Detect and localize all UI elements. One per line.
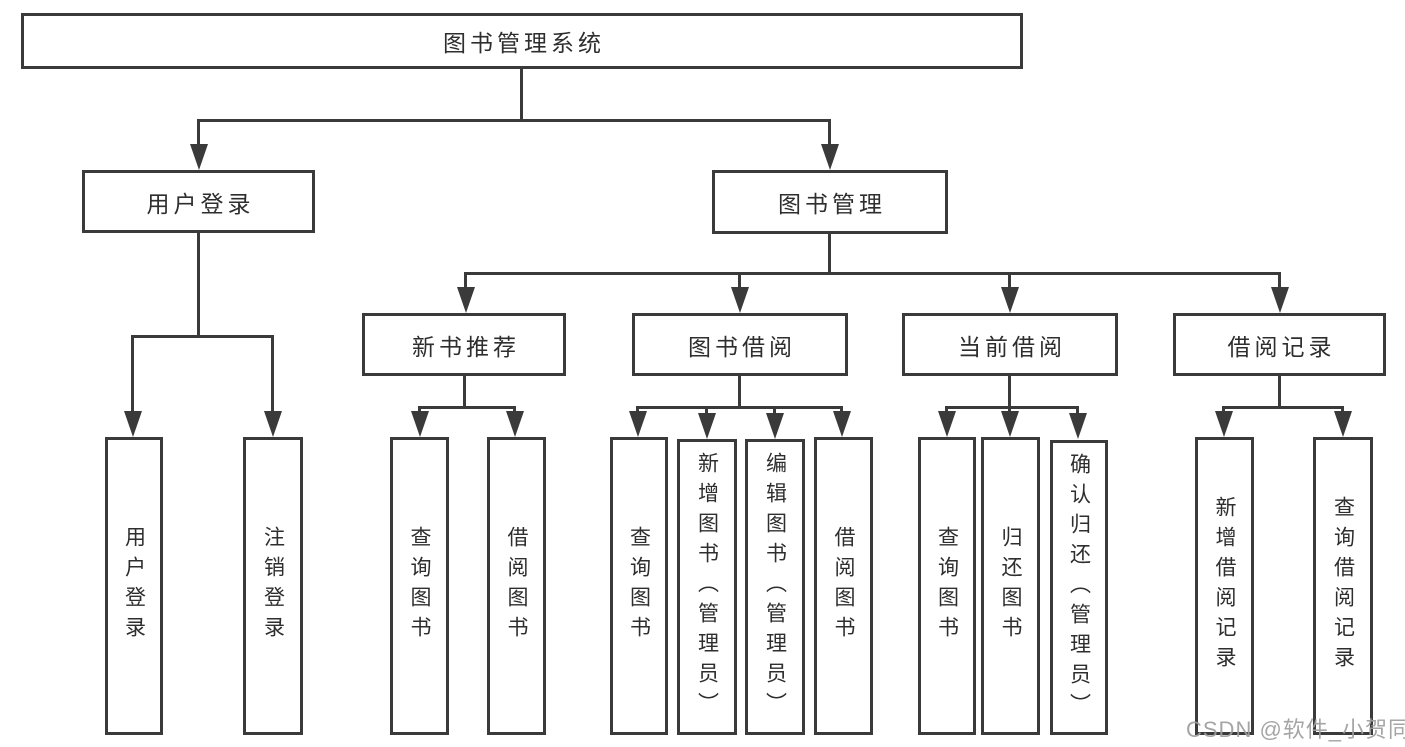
connector-drop [1278, 272, 1281, 291]
node-book-borrowing: 图书借阅 [632, 313, 848, 376]
node-user-login: 用户登录 [82, 170, 315, 233]
connector-drop [945, 406, 948, 415]
connector-mgmt-stem [828, 234, 831, 275]
connector-drop [1222, 406, 1225, 415]
connector-drop [840, 406, 843, 415]
leaf-logout: 注销登录 [243, 437, 303, 735]
connector-drop [1076, 406, 1079, 417]
node-label: 新增图书（管理员） [695, 452, 719, 722]
arrowhead-down-icon [457, 287, 475, 313]
connector-borrow-hline [636, 406, 843, 409]
node-label: 借阅记录 [1227, 333, 1336, 360]
connector-records-stem [1278, 376, 1281, 409]
connector-mgmt-hline [465, 272, 1281, 275]
connector-borrow-stem [738, 376, 741, 409]
connector-drop [418, 406, 421, 415]
arrowhead-down-icon [821, 144, 839, 170]
node-label: 用户登录 [122, 526, 146, 646]
arrowhead-down-icon [124, 411, 142, 437]
connector-drop [773, 406, 776, 417]
leaf-query-books-current: 查询图书 [918, 437, 976, 735]
arrowhead-down-icon [731, 287, 749, 313]
connector-drop [464, 272, 467, 291]
connector-root-stem [520, 68, 523, 122]
connector-login-stem [197, 233, 200, 338]
leaf-edit-books-admin: 编辑图书（管理员） [745, 439, 805, 735]
node-label: 查询图书 [627, 526, 651, 646]
arrowhead-down-icon [264, 411, 282, 437]
arrowhead-down-icon [1001, 287, 1019, 313]
leaf-confirm-return-admin: 确认归还（管理员） [1050, 440, 1108, 735]
connector-drop [828, 119, 831, 147]
node-label: 图书借阅 [688, 333, 796, 360]
node-label: 新增借阅记录 [1213, 496, 1236, 676]
connector-drop [1008, 272, 1011, 291]
node-label: 用户登录 [146, 190, 255, 217]
node-label: 图书管理系统 [443, 30, 605, 56]
connector-drop [271, 335, 274, 415]
connector-drop [513, 406, 516, 415]
arrowhead-down-icon [833, 411, 851, 437]
leaf-borrow-books-borrow: 借阅图书 [814, 437, 873, 735]
connector-drop [1341, 406, 1344, 415]
connector-records-hline [1222, 406, 1344, 409]
arrowhead-down-icon [190, 144, 208, 170]
leaf-add-books-admin: 新增图书（管理员） [677, 439, 737, 735]
connector-drop [636, 406, 639, 415]
node-label: 借阅图书 [505, 526, 528, 646]
connector-login-hline [131, 335, 274, 338]
leaf-query-books-borrow: 查询图书 [610, 437, 668, 735]
connector-current-hline [945, 406, 1079, 409]
watermark: CSDN @软件_小贺同学 [1186, 717, 1405, 742]
connector-root-hline [197, 119, 831, 122]
node-label: 查询借阅记录 [1331, 496, 1355, 676]
node-current-borrowing: 当前借阅 [902, 313, 1118, 376]
node-label: 图书管理 [778, 191, 886, 217]
node-library-management-system: 图书管理系统 [21, 13, 1023, 69]
node-book-management: 图书管理 [712, 170, 948, 234]
node-label: 查询图书 [408, 526, 431, 646]
arrowhead-down-icon [698, 413, 716, 439]
arrowhead-down-icon [1069, 413, 1087, 439]
node-new-book-recommendation: 新书推荐 [362, 313, 566, 376]
arrowhead-down-icon [1271, 287, 1289, 313]
node-borrowing-records: 借阅记录 [1173, 313, 1386, 376]
arrowhead-down-icon [1215, 411, 1233, 437]
arrowhead-down-icon [938, 411, 956, 437]
leaf-borrow-books-newrec: 借阅图书 [487, 437, 546, 735]
connector-current-stem [1008, 376, 1011, 409]
node-label: 编辑图书（管理员） [763, 452, 787, 722]
arrowhead-down-icon [766, 413, 784, 439]
arrowhead-down-icon [1334, 411, 1352, 437]
node-label: 查询图书 [935, 526, 959, 646]
leaf-query-books-newrec: 查询图书 [390, 437, 449, 735]
leaf-add-borrowing-record: 新增借阅记录 [1195, 437, 1254, 735]
arrowhead-down-icon [629, 411, 647, 437]
arrowhead-down-icon [506, 411, 524, 437]
node-label: 归还图书 [999, 526, 1022, 646]
node-label: 注销登录 [261, 526, 285, 646]
connector-drop [197, 119, 200, 147]
node-label: 借阅图书 [832, 526, 855, 646]
connector-drop [705, 406, 708, 417]
arrowhead-down-icon [411, 411, 429, 437]
leaf-user-login: 用户登录 [105, 437, 163, 735]
leaf-return-books: 归还图书 [981, 437, 1040, 735]
node-label: 新书推荐 [412, 333, 520, 360]
connector-newrec-hline [418, 406, 516, 409]
node-label: 确认归还（管理员） [1067, 452, 1091, 723]
leaf-query-borrowing-record: 查询借阅记录 [1313, 437, 1373, 735]
connector-drop [1008, 406, 1011, 415]
connector-newrec-stem [463, 376, 466, 409]
connector-drop [738, 272, 741, 291]
connector-drop [131, 335, 134, 415]
node-label: 当前借阅 [958, 333, 1066, 360]
arrowhead-down-icon [1001, 411, 1019, 437]
